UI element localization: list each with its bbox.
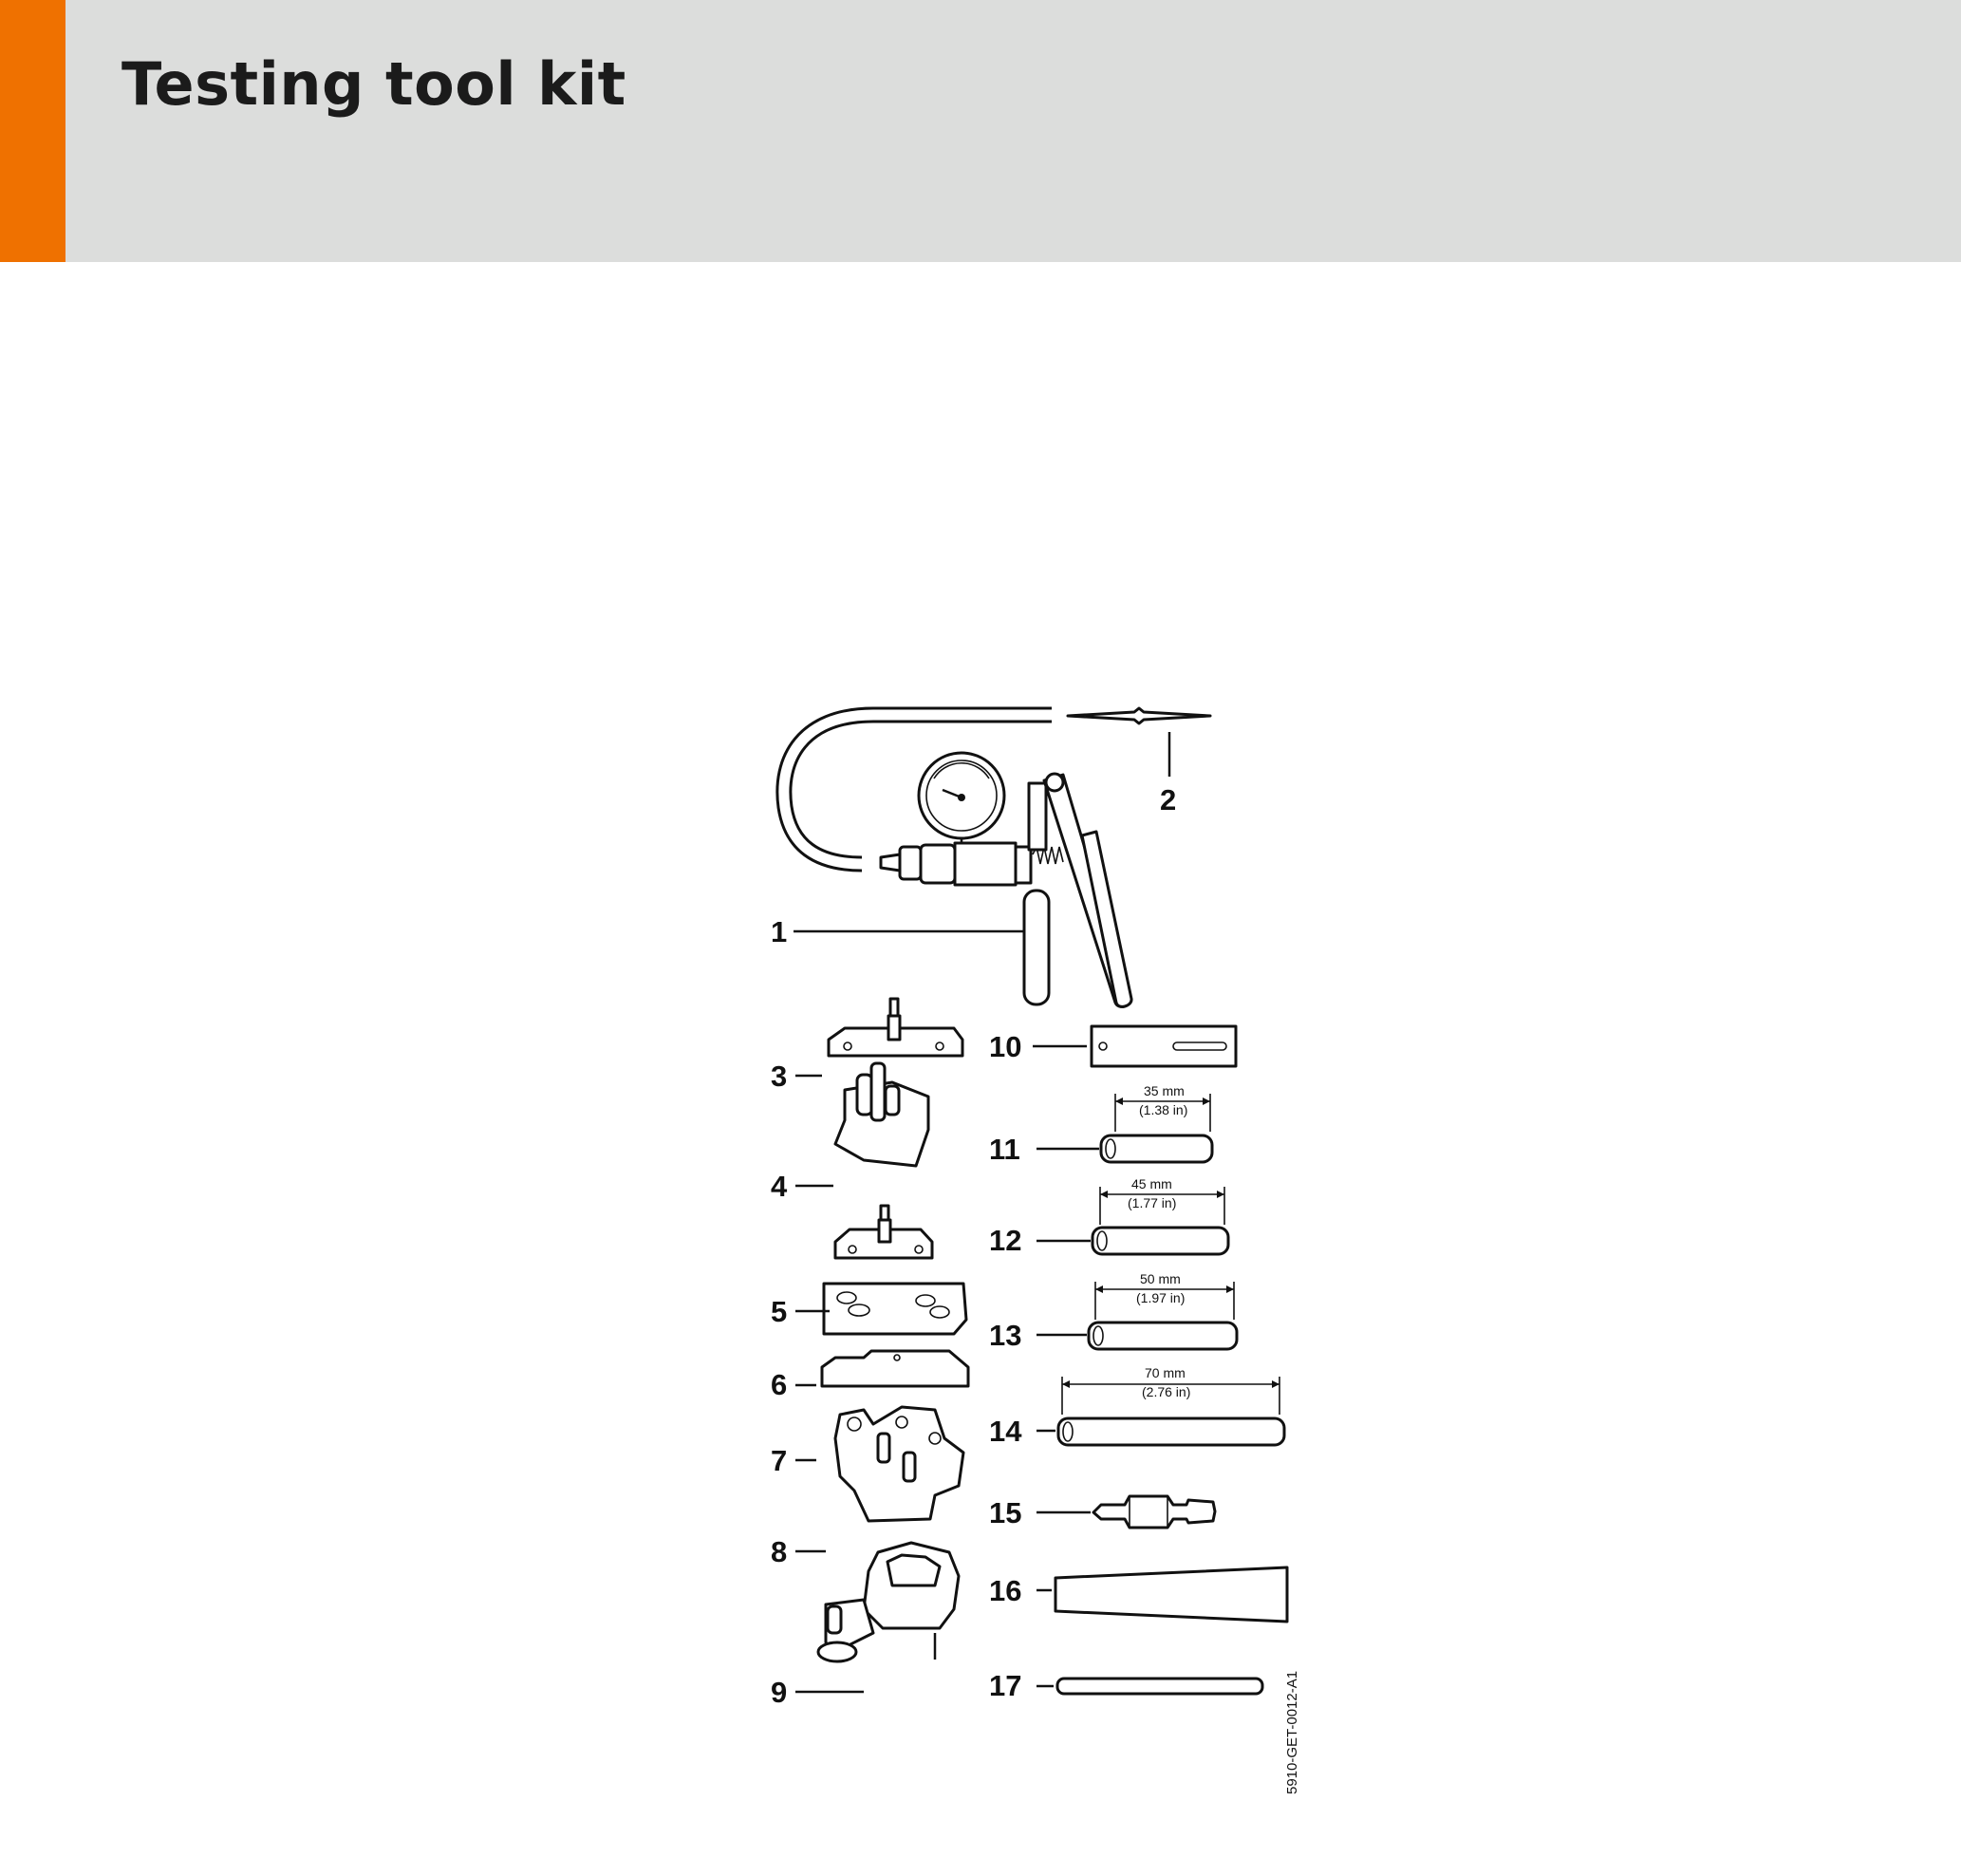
dim-11-mm: 35 mm <box>1144 1083 1185 1098</box>
part-12-tube <box>1091 1187 1230 1256</box>
callout-labels: 1 2 3 4 5 6 7 8 9 10 11 12 13 14 15 16 1… <box>771 783 1176 1709</box>
dim-12-mm: 45 mm <box>1131 1176 1172 1191</box>
callout-17: 17 <box>989 1669 1021 1702</box>
dim-13-mm: 50 mm <box>1140 1271 1181 1286</box>
callout-4: 4 <box>771 1170 788 1203</box>
testing-tool-kit-diagram: 1 2 3 4 5 6 7 8 9 10 11 12 13 14 15 16 1… <box>771 706 1300 1794</box>
accent-bar <box>0 0 65 262</box>
callout-7: 7 <box>771 1444 787 1477</box>
part-4-block-adapter <box>833 1061 930 1168</box>
part-3-flange <box>827 997 964 1058</box>
part-2-connector <box>1066 706 1212 777</box>
part-5-flange <box>833 1204 934 1260</box>
part-16-cone <box>1054 1566 1289 1623</box>
callout-3: 3 <box>771 1060 787 1093</box>
callout-10: 10 <box>989 1030 1021 1063</box>
part-1-pump <box>775 706 1133 1008</box>
callout-5: 5 <box>771 1295 787 1328</box>
part-14-tube <box>1056 1377 1286 1447</box>
figure-id: 5910-GET-0012-A1 <box>1284 1671 1300 1794</box>
leader-lines <box>794 929 1099 1694</box>
part-15-fitting <box>1092 1494 1217 1529</box>
dimension-labels: 35 mm (1.38 in) 45 mm (1.77 in) 50 mm (1… <box>1128 1083 1190 1399</box>
callout-15: 15 <box>989 1496 1021 1529</box>
dim-13-in: (1.97 in) <box>1136 1290 1185 1305</box>
callout-1: 1 <box>771 915 787 948</box>
part-11-tube <box>1099 1094 1214 1164</box>
part-8-adapter <box>833 1405 965 1523</box>
callout-8: 8 <box>771 1535 787 1568</box>
dim-14-mm: 70 mm <box>1145 1365 1186 1380</box>
dim-12-in: (1.77 in) <box>1128 1195 1176 1210</box>
callout-9: 9 <box>771 1676 787 1709</box>
part-6-plate <box>822 1282 968 1336</box>
callout-11: 11 <box>989 1133 1020 1166</box>
header-band: Testing tool kit <box>0 0 1961 262</box>
part-10-bar <box>1090 1024 1238 1068</box>
page-title: Testing tool kit <box>121 49 626 119</box>
callout-2: 2 <box>1160 783 1176 816</box>
callout-6: 6 <box>771 1368 787 1401</box>
part-7-block <box>820 1349 970 1388</box>
callout-12: 12 <box>989 1224 1021 1257</box>
callout-13: 13 <box>989 1319 1021 1352</box>
dim-11-in: (1.38 in) <box>1139 1102 1187 1117</box>
callout-16: 16 <box>989 1574 1021 1607</box>
part-9-housing <box>816 1541 961 1663</box>
callout-14: 14 <box>989 1415 1022 1448</box>
dim-14-in: (2.76 in) <box>1142 1384 1190 1399</box>
part-13-tube <box>1087 1282 1239 1351</box>
part-17-rod <box>1055 1677 1264 1696</box>
